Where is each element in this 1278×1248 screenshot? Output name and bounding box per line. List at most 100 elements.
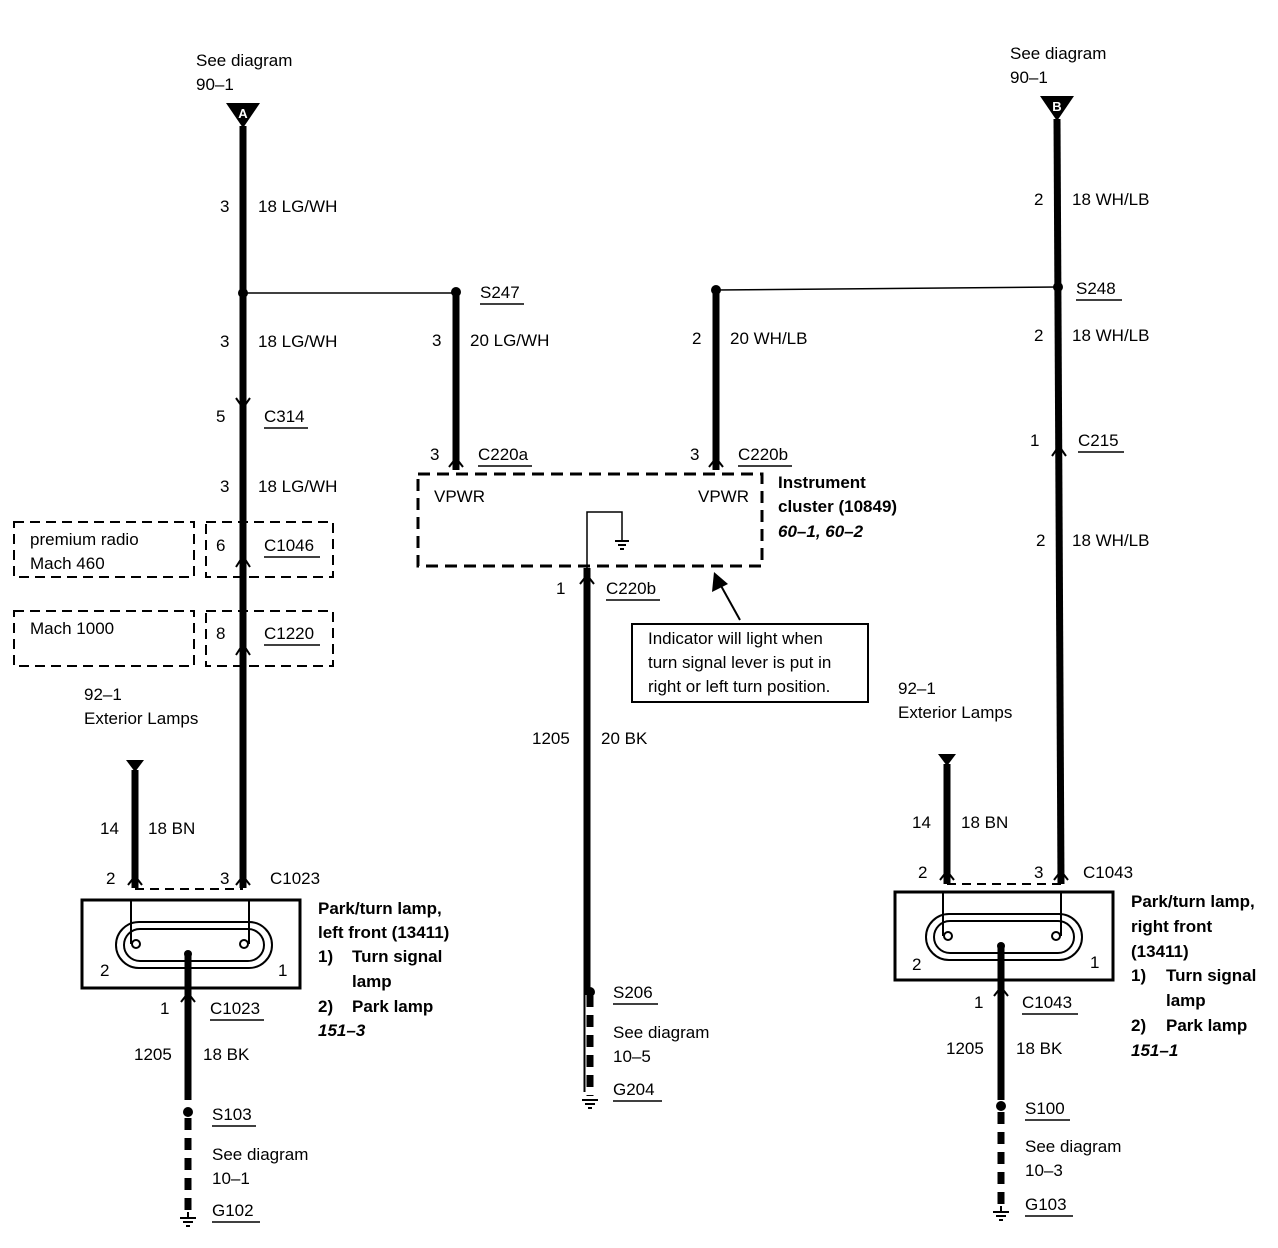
g204-label: G204 [613,1080,655,1099]
left-w3-wire: 18 LG/WH [258,477,337,496]
mach1000-label: Mach 1000 [30,619,114,638]
right-ext-label: Exterior Lamps [898,703,1012,722]
c220a-label: C220a [478,445,529,464]
s206-dot [585,987,595,997]
instrument-cluster-section: S247 3 20 LG/WH 3 C220a 2 20 WH/LB 3 C22… [243,283,1059,1109]
left-lamp-bulb-outer [115,921,273,969]
s248-branch-line [715,286,1059,291]
right-ext-ref: 92–1 [898,679,936,698]
right-bn-pin: 14 [912,813,931,832]
right-lamp-title3: (13411) [1131,942,1189,961]
right-pin2: 2 [918,863,927,882]
right-item1-a: Turn signal [1166,966,1256,985]
s248b-wire-label: 20 WH/LB [730,329,807,348]
c215-pin: 1 [1030,431,1039,450]
c1220-label: C1220 [264,624,314,643]
mach1000-box [13,610,195,667]
right-gnd-conn: C1043 [1022,993,1072,1012]
right-lamp-title2: right front [1131,917,1213,936]
note-line2: turn signal lever is put in [648,653,831,672]
left-bn-wire-label: 18 BN [148,819,195,838]
left-c314-label: C314 [264,407,305,426]
right-circuit: See diagram 90–1 B 2 18 WH/LB S248 2 18 … [893,44,1256,1221]
right-lamp-title1: Park/turn lamp, [1131,892,1255,911]
left-ext-label: Exterior Lamps [84,709,198,728]
right-item1-b: lamp [1166,991,1206,1010]
left-item1-a: Turn signal [352,947,442,966]
note-arrow-head [712,572,728,592]
left-gnd-wire: 18 BK [203,1045,250,1064]
vpwr-left: VPWR [434,487,485,506]
left-gnd-circuit: 1205 [134,1045,172,1064]
left-filament-right [239,939,249,949]
left-lamp-title2: left front (13411) [318,923,449,942]
left-s103-dot [183,1107,193,1117]
right-w2-wire: 18 WH/LB [1072,326,1149,345]
left-item2-num: 2) [318,997,333,1016]
left-w1-wire: 18 LG/WH [258,197,337,216]
left-s103: S103 [212,1105,252,1124]
right-connector-b-triangle [1040,96,1074,121]
left-see-ref2: 10–1 [212,1169,250,1188]
s247-pin: 3 [432,331,441,350]
right-gnd-circuit: 1205 [946,1039,984,1058]
middle-ground-symbol [582,1099,598,1109]
left-w2-wire: 18 LG/WH [258,332,337,351]
left-w2-pin: 3 [220,332,229,351]
c1220-chevron [235,642,251,656]
right-w1-wire: 18 WH/LB [1072,190,1149,209]
vpwr-right: VPWR [698,487,749,506]
right-see-diagram: See diagram [1010,44,1106,63]
cluster-ref: 60–1, 60–2 [778,522,864,541]
s248-dot [1053,282,1063,292]
right-main-wire [1053,118,1065,885]
right-w3-pin: 2 [1036,531,1045,550]
s247-label: S247 [480,283,520,302]
cluster-out-conn: C220b [606,579,656,598]
cluster-title1: Instrument [778,473,866,492]
left-pin2: 2 [106,869,115,888]
right-item2-num: 2) [1131,1016,1146,1035]
left-pin3: 3 [220,869,229,888]
left-item2: Park lamp [352,997,433,1016]
c1046-box [205,521,334,578]
left-ground-symbol [180,1212,196,1227]
left-g102: G102 [212,1201,254,1220]
middle-see-ref: 10–5 [613,1047,651,1066]
note-line3: right or left turn position. [648,677,830,696]
c220a-pin: 3 [430,445,439,464]
c1046-label: C1046 [264,536,314,555]
left-bn-pin: 14 [100,819,119,838]
c220b-pin: 3 [690,445,699,464]
cluster-title2: cluster (10849) [778,497,897,516]
right-s100-dot [996,1101,1006,1111]
right-w3-wire: 18 WH/LB [1072,531,1149,550]
right-see-ref: 90–1 [1010,68,1048,87]
c1220-pin: 8 [216,624,225,643]
left-see-diagram2: See diagram [212,1145,308,1164]
left-lamp-bulb-inner [123,928,265,962]
premium-radio-label: premium radio [30,530,139,549]
left-bn-triangle [126,760,144,772]
left-gnd-pin: 1 [160,999,169,1018]
left-item1-b: lamp [352,972,392,991]
right-gnd-wire: 18 BK [1016,1039,1063,1058]
left-see-diagram: See diagram [196,51,292,70]
c1220-box [205,610,334,667]
mach460-label: Mach 460 [30,554,105,573]
note-arrow-line [719,583,741,621]
left-c314-pin: 5 [216,407,225,426]
right-w2-pin: 2 [1034,326,1043,345]
right-ref: 151–1 [1131,1041,1178,1060]
c1046-pin: 6 [216,536,225,555]
right-w1-pin: 2 [1034,190,1043,209]
left-ext-ref: 92–1 [84,685,122,704]
right-c1043-label: C1043 [1083,863,1133,882]
left-w3-pin: 3 [220,477,229,496]
instrument-cluster-box [416,472,764,568]
cluster-wire-label: 20 BK [601,729,648,748]
right-connector-b-label: B [1052,99,1061,114]
left-ref: 151–3 [318,1021,366,1040]
right-lamp-pin1: 1 [1090,953,1099,972]
